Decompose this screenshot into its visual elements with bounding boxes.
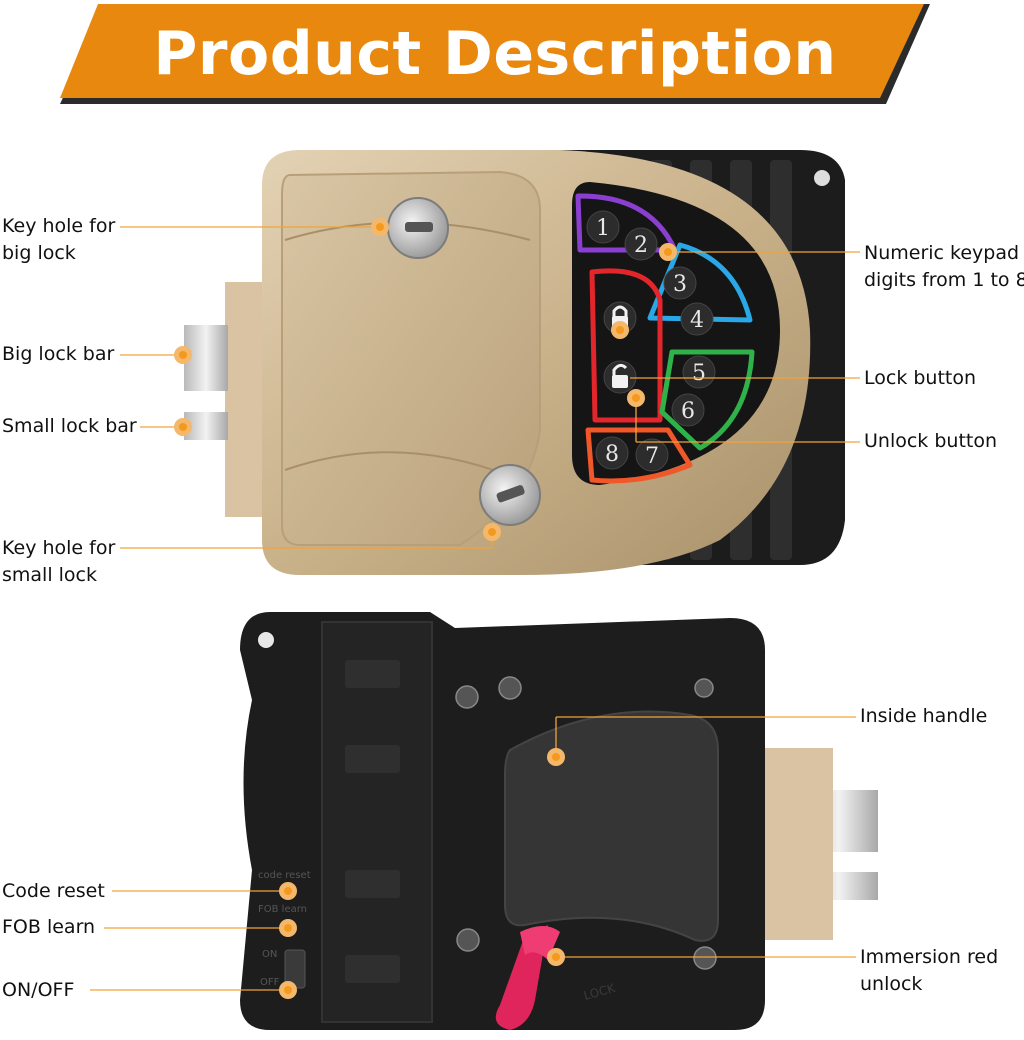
switch-label-fob-learn: FOB learn <box>258 904 307 915</box>
inside-lock: code reset FOB learn ON OFF LOCK <box>240 612 878 1030</box>
unlock-icon[interactable] <box>612 363 628 388</box>
label-small-lock-bar: Small lock bar <box>2 415 137 437</box>
callout-dot <box>279 919 297 937</box>
keypad-digit-6[interactable]: 6 <box>681 399 695 424</box>
switch-label-on: ON <box>262 949 277 960</box>
callout-dot <box>659 243 677 261</box>
callout-dot <box>174 418 192 436</box>
label-on-off: ON/OFF <box>2 979 75 1001</box>
callout-dot <box>371 218 389 236</box>
label-fob-learn: FOB learn <box>2 916 96 938</box>
callout-dot <box>547 948 565 966</box>
callout-dot <box>483 523 501 541</box>
outside-lock: 1 2 3 4 5 6 8 7 <box>184 150 845 575</box>
switch-label-off: OFF <box>260 977 280 988</box>
callout-dot <box>627 389 645 407</box>
label-unlock-button: Unlock button <box>864 430 998 452</box>
keypad-digit-8[interactable]: 8 <box>605 442 619 467</box>
label-code-reset: Code reset <box>2 880 105 902</box>
callout-dot <box>611 321 629 339</box>
callout-dot <box>279 882 297 900</box>
switch-label-code-reset: code reset <box>258 870 311 881</box>
keypad-digit-1[interactable]: 1 <box>596 216 610 241</box>
keypad-digit-3[interactable]: 3 <box>673 272 687 297</box>
keypad-digit-5[interactable]: 5 <box>692 361 706 386</box>
callout-dot <box>547 748 565 766</box>
label-lock-button: Lock button <box>864 367 977 389</box>
callout-dot <box>174 346 192 364</box>
keypad-digit-2[interactable]: 2 <box>634 233 648 258</box>
page-title: Product Description <box>153 19 837 89</box>
callouts <box>90 218 860 999</box>
label-big-lock-bar: Big lock bar <box>2 343 115 365</box>
title-banner <box>60 4 930 104</box>
label-inside-handle: Inside handle <box>860 705 988 727</box>
callout-dot <box>279 981 297 999</box>
keypad-digit-7[interactable]: 7 <box>645 444 659 469</box>
keypad-digit-4[interactable]: 4 <box>690 308 704 333</box>
